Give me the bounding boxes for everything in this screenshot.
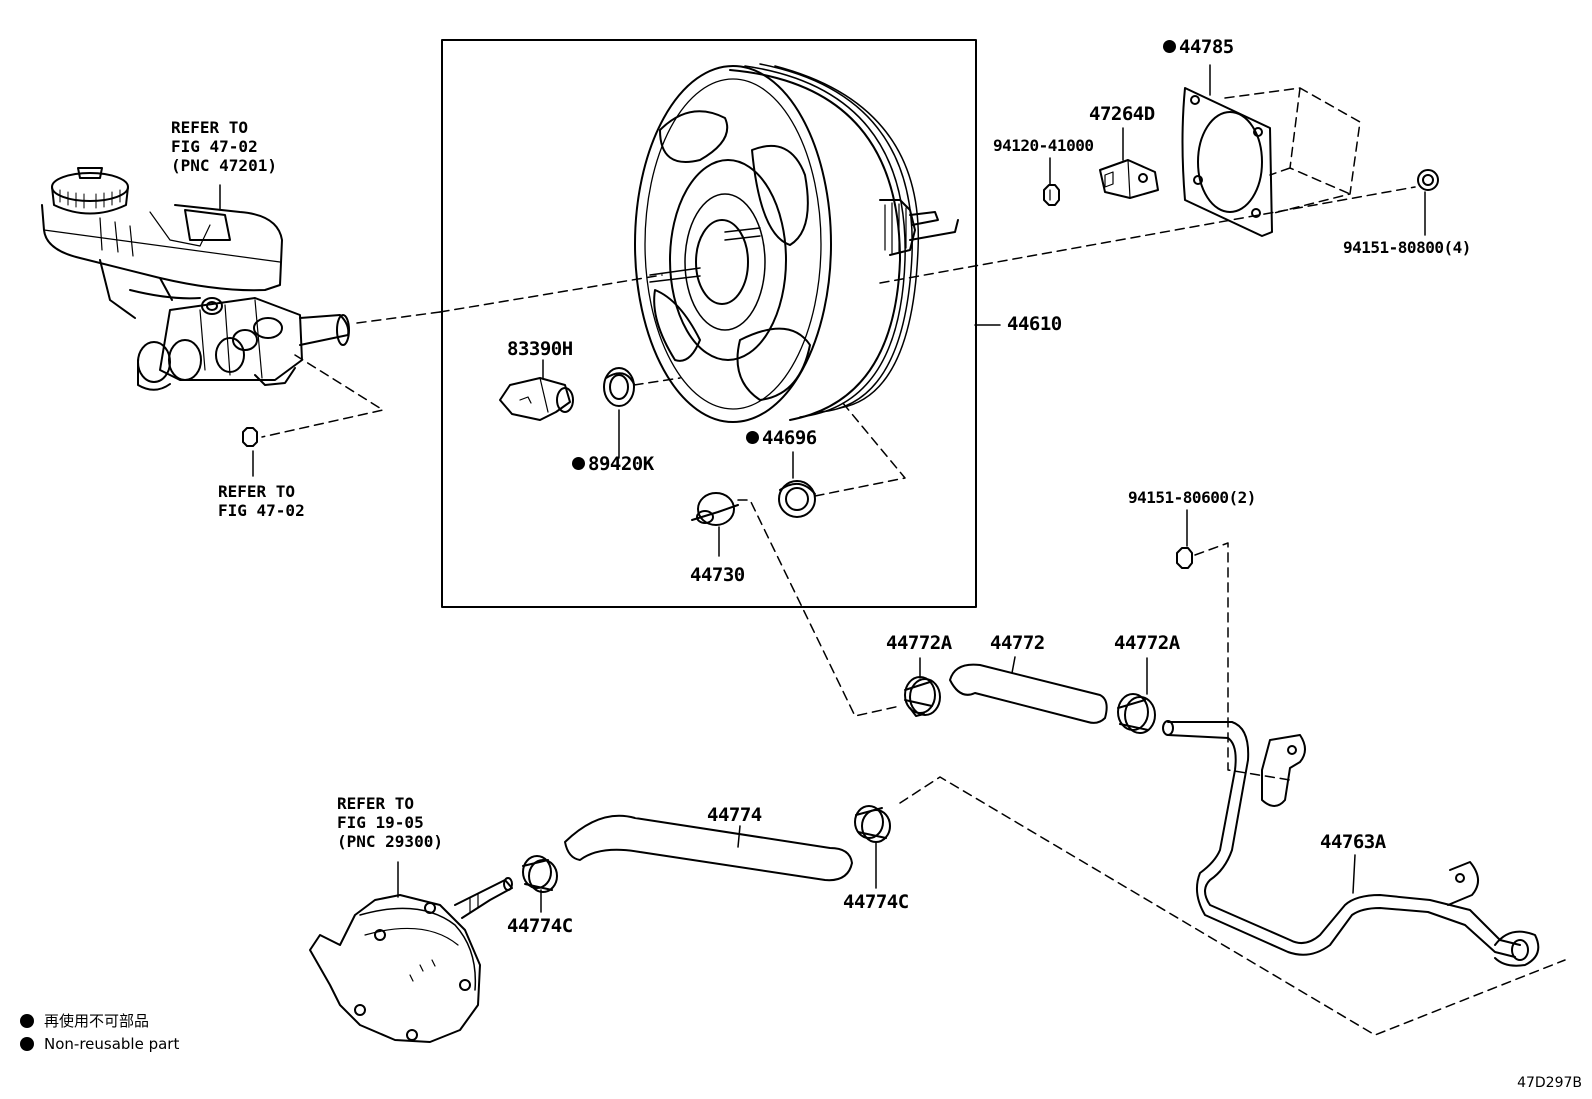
label-44772A-left: 44772A <box>886 632 952 654</box>
label-94151-80600: 94151-80600(2) <box>1128 488 1256 507</box>
label-44730: 44730 <box>690 564 745 586</box>
label-44763A: 44763A <box>1320 831 1386 853</box>
clamp-lower-right <box>854 805 891 843</box>
label-94120-41000: 94120-41000 <box>993 136 1094 155</box>
non-reusable-mark-icon <box>746 431 759 444</box>
label-44774: 44774 <box>707 804 762 826</box>
diagram-code: 47D297B <box>1517 1075 1582 1091</box>
booster-frame <box>441 39 977 608</box>
ref-bracket: REFER TO FIG 47-02 <box>218 482 305 520</box>
clamp-right <box>1117 693 1156 734</box>
label-89420K: 89420K <box>572 455 654 474</box>
label-44774C-left: 44774C <box>507 915 573 937</box>
vacuum-sensor <box>499 377 574 421</box>
label-44785: 44785 <box>1163 38 1234 57</box>
label-44772A-right: 44772A <box>1114 632 1180 654</box>
gasket <box>1181 87 1273 237</box>
vacuum-pipe <box>1162 720 1540 967</box>
non-reusable-mark-icon <box>572 457 585 470</box>
legend-line-jp: 再使用不可部品 <box>20 1010 149 1031</box>
ref-master-cylinder: REFER TO FIG 47-02 (PNC 47201) <box>171 118 277 175</box>
label-83390H: 83390H <box>507 338 573 360</box>
label-44696: 44696 <box>746 429 817 448</box>
label-94151-80800: 94151-80800(4) <box>1343 238 1471 257</box>
bullet-icon <box>20 1037 34 1051</box>
bullet-icon <box>20 1014 34 1028</box>
brake-booster <box>634 63 959 423</box>
label-44610: 44610 <box>1007 313 1062 335</box>
non-reusable-mark-icon <box>1163 40 1176 53</box>
legend-line-en: Non-reusable part <box>20 1035 179 1053</box>
ref-vacuum-pump: REFER TO FIG 19-05 (PNC 29300) <box>337 794 443 851</box>
master-cylinder-assembly <box>41 167 350 391</box>
label-44774C-right: 44774C <box>843 891 909 913</box>
hose-44772 <box>949 663 1108 724</box>
hose-44774 <box>564 814 853 882</box>
label-44772: 44772 <box>990 632 1045 654</box>
clamp-left <box>904 676 941 717</box>
vacuum-pump <box>309 877 513 1043</box>
clamp-lower-left <box>522 855 558 893</box>
label-47264D: 47264D <box>1089 103 1155 125</box>
